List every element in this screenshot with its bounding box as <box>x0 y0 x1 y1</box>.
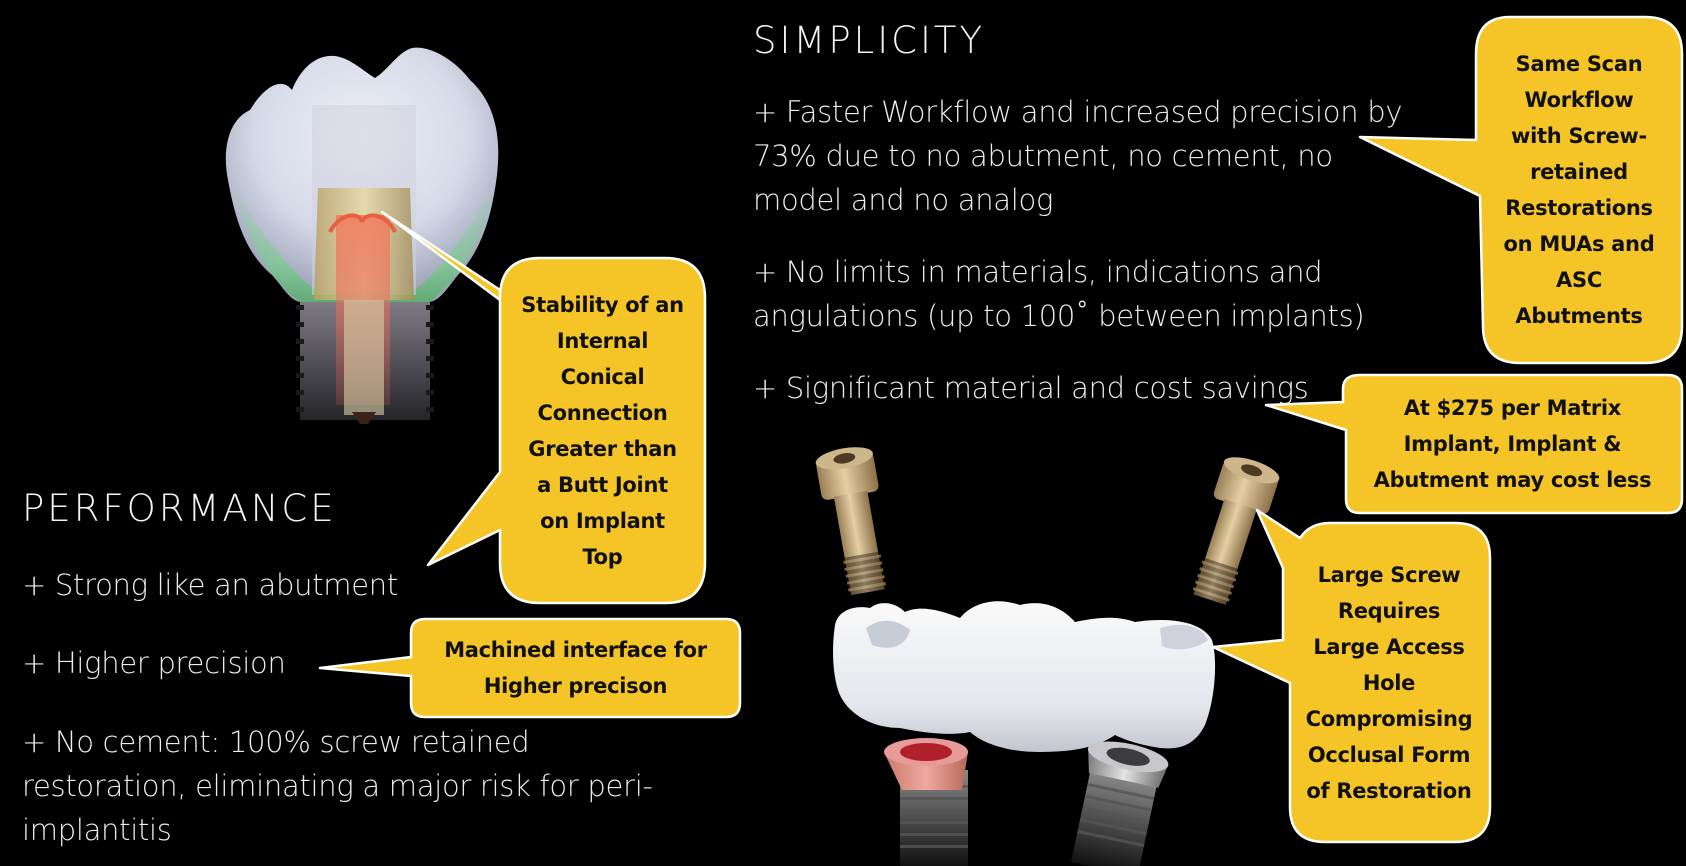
performance-bullet-no-cement: + No cement: 100% screw retained restora… <box>22 720 653 852</box>
callout-line: Abutment may cost less <box>1373 468 1652 492</box>
cost-callout: At $275 per Matrix Implant, Implant & Ab… <box>1343 375 1682 513</box>
callout-line: on Implant <box>540 508 665 533</box>
machined-callout: Machined interface for Higher precison <box>411 619 740 717</box>
performance-heading: PERFORMANCE <box>22 487 337 530</box>
callout-line: Large Access <box>1313 634 1465 659</box>
callout-line: Requires <box>1337 598 1441 623</box>
large-screw-callout: Large Screw Requires Large Access Hole C… <box>1288 523 1490 842</box>
same-scan-callout: Same Scan Workflow with Screw- retained … <box>1476 17 1682 363</box>
callout-line: Implant, Implant & <box>1403 432 1622 456</box>
callout-line: retained <box>1530 160 1628 184</box>
callout-line: Higher precison <box>483 674 668 698</box>
callout-line: a Butt Joint <box>537 472 668 497</box>
callout-line: Conical <box>560 364 645 389</box>
stability-callout: Stability of an Internal Conical Connect… <box>500 258 705 603</box>
callout-line: Abutments <box>1515 304 1643 328</box>
text-line: + Significant material and cost savings <box>753 371 1309 405</box>
text-line: + Faster Workflow and increased precisio… <box>753 95 1403 129</box>
callout-line: with Screw- <box>1511 124 1647 148</box>
simplicity-bullet-workflow: + Faster Workflow and increased precisio… <box>753 90 1403 222</box>
callout-line: Hole <box>1362 670 1416 695</box>
callout-line: Workflow <box>1524 88 1634 112</box>
text-line: implantitis <box>22 813 172 847</box>
callout-line: on MUAs and <box>1503 232 1655 256</box>
callout-line: Stability of an <box>521 292 684 317</box>
text-line: restoration, eliminating a major risk fo… <box>22 769 653 803</box>
callout-line: Top <box>582 544 623 569</box>
callout-line: ASC <box>1556 268 1602 292</box>
simplicity-bullet-savings: + Significant material and cost savings <box>753 366 1309 410</box>
callout-line: At $275 per Matrix <box>1403 396 1622 420</box>
text-line: angulations (up to 100˚ between implants… <box>753 299 1365 333</box>
text-line: 73% due to no abutment, no cement, no <box>753 139 1333 173</box>
callout-line: Greater than <box>528 436 677 461</box>
text-line: model and no analog <box>753 183 1054 217</box>
performance-bullet-strong: + Strong like an abutment <box>22 568 398 602</box>
bridge-with-screws-and-implants <box>815 447 1280 866</box>
callout-line: Same Scan <box>1515 52 1643 76</box>
callout-line: Restorations <box>1505 196 1653 220</box>
simplicity-heading: SIMPLICITY <box>753 19 986 62</box>
callout-line: Internal <box>556 328 649 353</box>
callout-line: of Restoration <box>1306 778 1472 803</box>
simplicity-bullet-limits: + No limits in materials, indications an… <box>753 250 1365 338</box>
callout-line: Occlusal Form <box>1307 742 1471 767</box>
implant-crown-cross-section <box>225 47 499 424</box>
callout-line: Large Screw <box>1317 562 1461 587</box>
callout-line: Compromising <box>1305 706 1473 731</box>
text-line: + No cement: 100% screw retained <box>22 725 530 759</box>
text-line: + No limits in materials, indications an… <box>753 255 1323 289</box>
callout-line: Connection <box>537 400 668 425</box>
callout-line: Machined interface for <box>444 638 707 662</box>
performance-bullet-precision: + Higher precision <box>22 646 286 680</box>
